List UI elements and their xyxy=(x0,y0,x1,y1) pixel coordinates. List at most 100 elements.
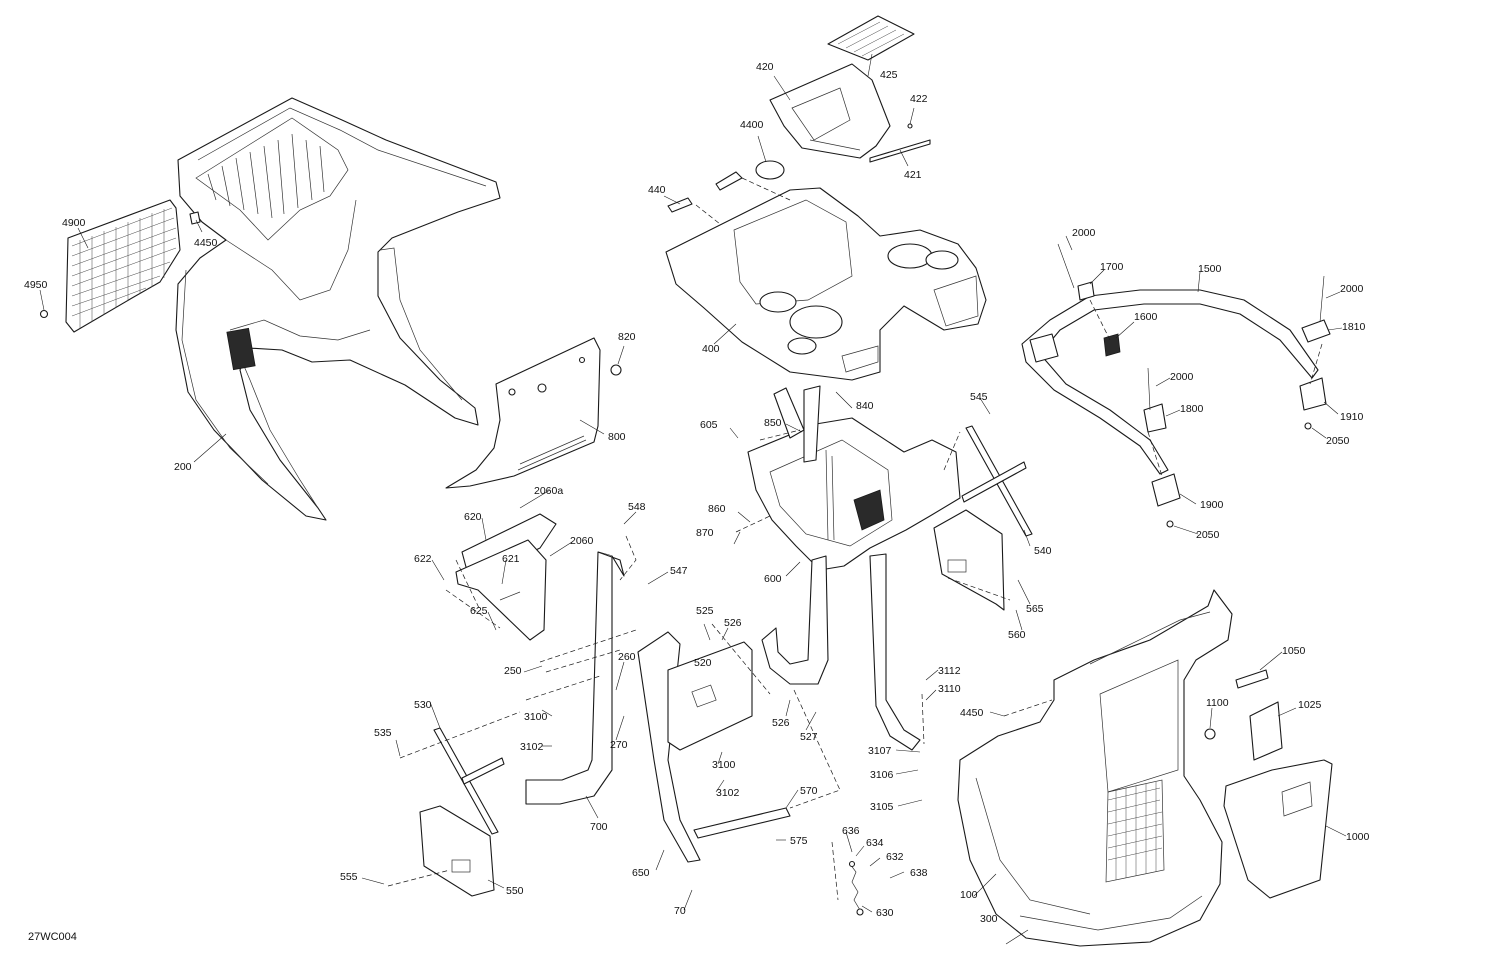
fasteners-2050 xyxy=(1166,422,1312,528)
callout-4450: 4450 xyxy=(960,707,984,719)
callout-547: 547 xyxy=(670,565,688,577)
callout-1100: 1100 xyxy=(1206,697,1229,709)
callout-560: 560 xyxy=(1008,629,1026,641)
callout-625: 625 xyxy=(470,605,488,617)
callout-2000: 2000 xyxy=(1072,227,1096,239)
callout-2000: 2000 xyxy=(1340,283,1364,295)
part-1810-clamp xyxy=(1301,319,1331,343)
part-1900-foot xyxy=(1151,473,1181,507)
callout-1900: 1900 xyxy=(1200,499,1224,511)
callout-700: 700 xyxy=(590,821,608,833)
callout-440: 440 xyxy=(648,184,666,196)
callout-1810: 1810 xyxy=(1342,321,1366,333)
part-200-front-shell xyxy=(175,97,501,521)
callout-600: 600 xyxy=(764,573,782,585)
callout-1800: 1800 xyxy=(1180,403,1204,415)
part-570-bracket xyxy=(693,807,791,839)
part-100-front-fairing xyxy=(957,589,1233,947)
part-520-plate xyxy=(667,641,753,751)
fastener-300 xyxy=(1005,929,1029,945)
callout-2050: 2050 xyxy=(1326,435,1350,447)
part-540-strap xyxy=(961,425,1033,537)
callout-620: 620 xyxy=(464,511,482,523)
fastener-820 xyxy=(610,364,622,376)
assembly-guide-lines xyxy=(387,177,1323,901)
callout-200: 200 xyxy=(174,461,192,473)
callout-400: 400 xyxy=(702,343,720,355)
callout-4900: 4900 xyxy=(62,217,86,229)
callout-1000: 1000 xyxy=(1346,831,1370,843)
callout-634: 634 xyxy=(866,837,884,849)
part-1025-panel xyxy=(1249,701,1283,761)
part-530-strap xyxy=(433,727,505,835)
callout-820: 820 xyxy=(618,331,636,343)
callout-605: 605 xyxy=(700,419,718,431)
callout-622: 622 xyxy=(414,553,432,565)
callout-1025: 1025 xyxy=(1298,699,1322,711)
part-600-main-bracket xyxy=(747,385,961,571)
part-4400-cap xyxy=(755,160,785,180)
callout-4950: 4950 xyxy=(24,279,48,291)
callout-545: 545 xyxy=(970,391,988,403)
callout-3112: 3112 xyxy=(938,665,961,677)
support-legs xyxy=(761,553,921,751)
bolts-2000 xyxy=(1057,243,1325,411)
part-425-grip-pad xyxy=(827,15,915,61)
callout-3106: 3106 xyxy=(870,769,894,781)
part-1600-block xyxy=(1103,333,1121,357)
part-422-screw xyxy=(907,123,913,129)
callout-260: 260 xyxy=(618,651,636,663)
callout-548: 548 xyxy=(628,501,646,513)
fastener-4450-upper xyxy=(189,211,201,225)
callout-300: 300 xyxy=(980,913,998,925)
callout-520: 520 xyxy=(694,657,712,669)
part-621-plate xyxy=(455,539,547,641)
callout-3110: 3110 xyxy=(938,683,961,695)
callout-2060: 2060 xyxy=(570,535,594,547)
callout-100: 100 xyxy=(960,889,978,901)
fastener-4950 xyxy=(39,309,49,319)
callout-621: 621 xyxy=(502,553,520,565)
part-4900-front-grille xyxy=(65,199,181,333)
callout-575: 575 xyxy=(790,835,808,847)
callout-860: 860 xyxy=(708,503,726,515)
callout-2000: 2000 xyxy=(1170,371,1194,383)
part-1050-handle xyxy=(1235,669,1269,689)
callout-636: 636 xyxy=(842,825,860,837)
callout-1500: 1500 xyxy=(1198,263,1222,275)
callout-420: 420 xyxy=(756,61,774,73)
callout-2050: 2050 xyxy=(1196,529,1220,541)
fastener-1100 xyxy=(1204,728,1216,740)
callout-525: 525 xyxy=(696,605,714,617)
callout-630: 630 xyxy=(876,907,894,919)
callout-850: 850 xyxy=(764,417,782,429)
callout-1910: 1910 xyxy=(1340,411,1364,423)
callout-3107: 3107 xyxy=(868,745,892,757)
part-650-leg xyxy=(637,631,701,863)
callout-1700: 1700 xyxy=(1100,261,1124,273)
callout-555: 555 xyxy=(340,871,358,883)
callout-2060a: 2060a xyxy=(534,485,563,497)
figure-code: 27WC004 xyxy=(28,931,77,943)
callout-570: 570 xyxy=(800,785,818,797)
callout-3100: 3100 xyxy=(524,711,548,723)
callout-70: 70 xyxy=(674,905,686,917)
callout-638: 638 xyxy=(910,867,928,879)
callout-422: 422 xyxy=(910,93,928,105)
callout-4400: 4400 xyxy=(740,119,764,131)
callout-3100: 3100 xyxy=(712,759,736,771)
callout-535: 535 xyxy=(374,727,392,739)
callout-250: 250 xyxy=(504,665,522,677)
callout-800: 800 xyxy=(608,431,626,443)
part-400-center-console xyxy=(665,187,987,381)
callout-840: 840 xyxy=(856,400,874,412)
callout-530: 530 xyxy=(414,699,432,711)
part-1700-cap xyxy=(1077,281,1095,301)
callout-632: 632 xyxy=(886,851,904,863)
part-550-plate xyxy=(419,805,495,897)
callout-526: 526 xyxy=(772,717,790,729)
callout-3102: 3102 xyxy=(520,741,544,753)
callout-650: 650 xyxy=(632,867,650,879)
callout-540: 540 xyxy=(1034,545,1052,557)
part-560-plate xyxy=(933,509,1005,611)
